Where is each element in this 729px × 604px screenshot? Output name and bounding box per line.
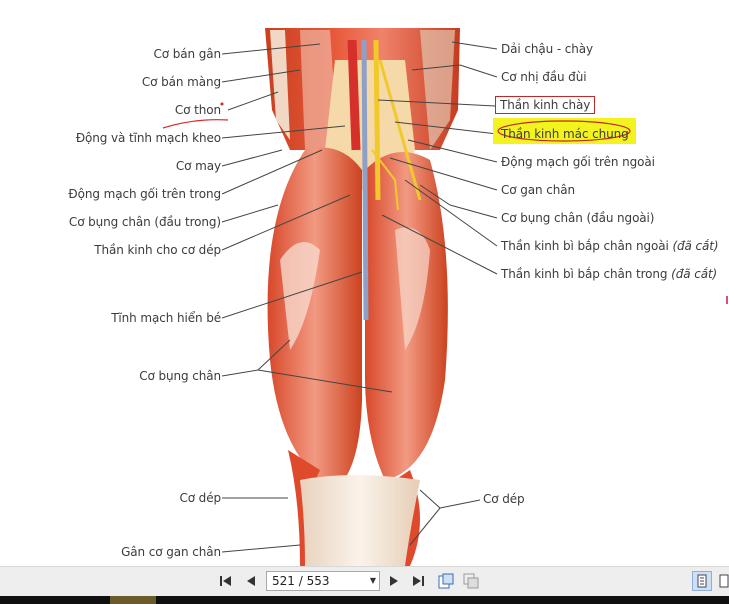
label-co-dep-right: Cơ dép bbox=[483, 492, 525, 506]
label-text: Thần kinh bì bắp chân trong bbox=[501, 267, 668, 281]
page-number-select[interactable]: 521 / 553 ▼ bbox=[266, 571, 380, 591]
label-co-may: Cơ may bbox=[175, 159, 221, 173]
label-than-kinh-cho-co-dep: Thần kinh cho cơ dép bbox=[94, 243, 221, 257]
label-co-ban-gan: Cơ bán gân bbox=[153, 47, 221, 61]
label-than-kinh-chay: Thần kinh chày bbox=[495, 96, 596, 114]
single-page-view-icon[interactable] bbox=[692, 571, 712, 591]
label-note: (đã cắt) bbox=[672, 239, 719, 253]
calcaneal-tendon bbox=[300, 475, 420, 566]
fit-width-icon[interactable] bbox=[463, 573, 479, 589]
label-co-bung-chan-dau-ngoai: Cơ bụng chân (đầu ngoài) bbox=[501, 211, 655, 225]
label-note: (đã cắt) bbox=[671, 267, 718, 281]
label-co-gan-chan: Cơ gan chân bbox=[501, 183, 575, 197]
first-page-icon[interactable] bbox=[218, 573, 234, 589]
label-tk-bi-bap-chan-ngoai: Thần kinh bì bắp chân ngoài (đã cắt) bbox=[501, 239, 719, 253]
chevron-down-icon: ▼ bbox=[369, 576, 376, 585]
label-co-ban-mang: Cơ bán màng bbox=[141, 75, 221, 89]
fit-page-icon[interactable] bbox=[438, 573, 454, 589]
label-gan-co-gan-chan: Gân cơ gan chân bbox=[121, 545, 221, 559]
pdf-viewer-toolbar: 521 / 553 ▼ bbox=[0, 566, 729, 597]
gastrocnemius-medial bbox=[267, 147, 362, 490]
label-co-nhi-dau-dui: Cơ nhị đầu đùi bbox=[501, 70, 587, 84]
label-dai-chau-chay: Dải chậu - chày bbox=[501, 42, 594, 56]
prev-page-icon[interactable] bbox=[243, 573, 259, 589]
label-co-dep-left: Cơ dép bbox=[179, 491, 221, 505]
highlight-marker bbox=[493, 118, 636, 144]
taskbar-strip bbox=[0, 596, 729, 604]
label-than-kinh-mac-chung: Thần kinh mác chung bbox=[501, 127, 629, 141]
next-page-icon[interactable] bbox=[386, 573, 402, 589]
label-co-bung-chan: Cơ bụng chân bbox=[139, 369, 221, 383]
label-tk-bi-bap-chan-trong: Thần kinh bì bắp chân trong (đã cắt) bbox=[501, 267, 717, 281]
label-dong-mach-goi-tren-trong: Động mạch gối trên trong bbox=[68, 187, 221, 201]
label-tinh-mach-hien-be: Tĩnh mạch hiển bé bbox=[111, 311, 221, 325]
leader-lines-left bbox=[221, 43, 393, 553]
annotation-underline bbox=[162, 119, 229, 129]
label-dong-tinh-mach-kheo: Động và tĩnh mạch kheo bbox=[75, 131, 221, 145]
circle-annotation bbox=[497, 120, 631, 142]
label-text: Thần kinh bì bắp chân ngoài bbox=[501, 239, 669, 253]
page-indicator: 521 / 553 bbox=[272, 574, 330, 588]
taskbar-tab[interactable] bbox=[110, 596, 156, 604]
label-co-thon: Cơ thon bbox=[174, 103, 221, 117]
leader-lines-right bbox=[377, 41, 498, 546]
scroll-view-icon[interactable] bbox=[716, 573, 729, 589]
last-page-icon[interactable] bbox=[411, 573, 427, 589]
document-page: Cơ bán gân Cơ bán màng Cơ thon Động và t… bbox=[68, 28, 728, 566]
label-dong-mach-goi-tren-ngoai: Động mạch gối trên ngoài bbox=[501, 155, 655, 169]
label-co-bung-chan-dau-trong: Cơ bụng chân (đầu trong) bbox=[68, 215, 221, 229]
anatomy-illustration bbox=[162, 28, 728, 566]
